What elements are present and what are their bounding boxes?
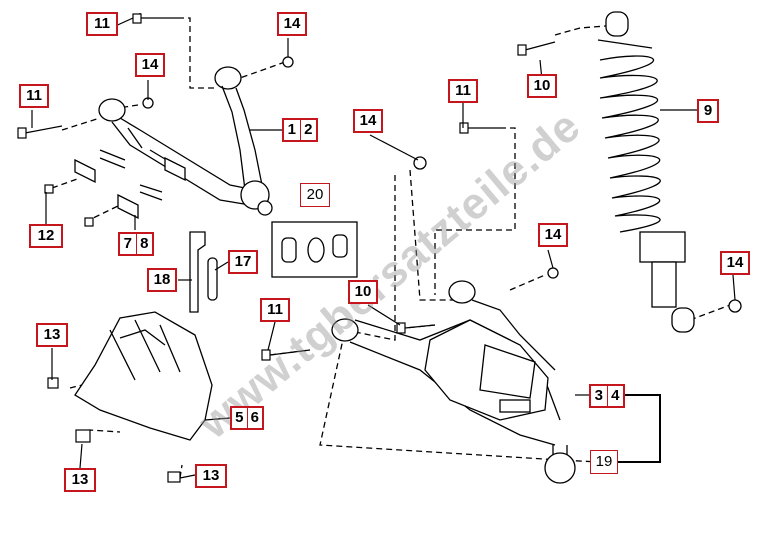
label-part-2: 2	[299, 120, 317, 140]
label-part-4: 4	[606, 386, 624, 406]
label-part-1: 1	[287, 121, 296, 138]
label-part-14: 14	[538, 223, 568, 247]
label-part-13: 13	[36, 323, 68, 347]
label-part-8: 8	[135, 234, 153, 254]
label-part-14: 14	[277, 12, 307, 36]
label-part-5: 5	[235, 409, 244, 426]
label-part-7: 7	[123, 235, 132, 252]
label-part-9: 9	[697, 99, 719, 123]
label-part-10: 10	[348, 280, 378, 304]
label-part-11: 11	[448, 79, 478, 103]
label-part-11: 11	[260, 298, 290, 322]
suspension-drawing	[17, 11, 742, 484]
label-part-11: 11	[86, 12, 118, 36]
label-part-3: 3	[594, 387, 603, 404]
label-part-12: 12	[29, 224, 63, 248]
label-part-13: 13	[195, 464, 227, 488]
bolts	[17, 13, 556, 483]
shock-absorber	[597, 11, 695, 333]
label-part-18: 18	[147, 268, 177, 292]
bracket-7-8	[74, 149, 186, 220]
label-part-6: 6	[246, 408, 263, 428]
label-part-11: 11	[19, 84, 49, 108]
bushing-set	[271, 221, 358, 278]
upper-control-arm	[98, 66, 273, 216]
skid-plate	[74, 311, 213, 441]
label-part-14: 14	[135, 53, 165, 77]
label-part-13: 13	[64, 468, 96, 492]
label-part-10: 10	[527, 74, 557, 98]
label-part-17: 17	[228, 250, 258, 274]
pins-17-18	[189, 231, 218, 313]
label-part-19: 19	[590, 450, 618, 474]
lower-control-arm	[331, 280, 576, 484]
label-part-20: 20	[300, 183, 330, 207]
label-part-14: 14	[720, 251, 750, 275]
label-part-14: 14	[353, 109, 383, 133]
